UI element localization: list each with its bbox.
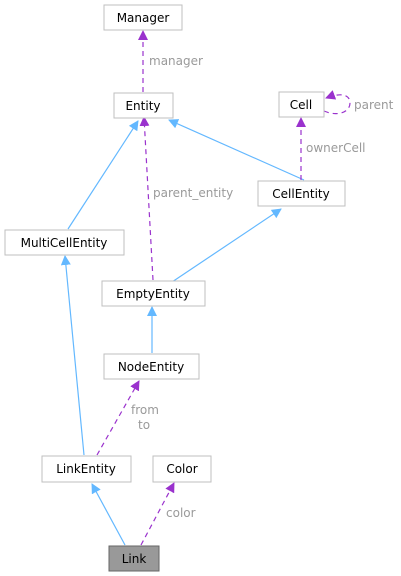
edge-link-linkentity: [91, 483, 126, 546]
label-manager: manager: [149, 54, 203, 68]
label-from: from: [131, 403, 159, 417]
node-cell-label: Cell: [290, 98, 312, 112]
label-parent-entity: parent_entity: [153, 186, 233, 200]
node-cell[interactable]: Cell: [278, 91, 325, 118]
edge-labels: manager parent ownerCell parent_entity f…: [131, 54, 394, 520]
association-edges: [96, 30, 351, 546]
node-cellentity[interactable]: CellEntity: [257, 180, 346, 207]
edge-cell-self: [323, 90, 351, 115]
node-link-label: Link: [122, 552, 147, 566]
edge-emptyentity-entity: [139, 116, 154, 281]
edge-linkentity-multicellentity: [60, 255, 85, 456]
node-linkentity[interactable]: LinkEntity: [41, 455, 132, 483]
label-color: color: [166, 506, 196, 520]
edge-link-color: [140, 482, 175, 546]
label-to: to: [138, 418, 150, 432]
node-emptyentity[interactable]: EmptyEntity: [101, 280, 206, 307]
node-emptyentity-label: EmptyEntity: [116, 287, 190, 301]
node-entity[interactable]: Entity: [113, 92, 174, 119]
edge-cellentity-entity: [168, 119, 305, 181]
node-manager[interactable]: Manager: [103, 4, 183, 31]
node-color[interactable]: Color: [152, 455, 212, 483]
label-ownercell: ownerCell: [306, 141, 366, 155]
edge-linkentity-nodeentity: [96, 380, 140, 456]
node-linkentity-label: LinkEntity: [56, 462, 116, 476]
node-multicellentity-label: MultiCellEntity: [21, 236, 108, 250]
label-parent: parent: [354, 98, 394, 112]
node-link[interactable]: Link: [108, 545, 160, 572]
node-entity-label: Entity: [125, 99, 160, 113]
node-multicellentity[interactable]: MultiCellEntity: [4, 229, 125, 256]
node-nodeentity[interactable]: NodeEntity: [103, 353, 200, 380]
edge-emptyentity-cellentity: [171, 208, 282, 283]
edge-multicellentity-entity: [67, 120, 139, 230]
inheritance-edges: [60, 119, 305, 546]
node-nodeentity-label: NodeEntity: [118, 360, 184, 374]
node-cellentity-label: CellEntity: [272, 187, 329, 201]
node-color-label: Color: [166, 462, 197, 476]
node-manager-label: Manager: [117, 11, 170, 25]
